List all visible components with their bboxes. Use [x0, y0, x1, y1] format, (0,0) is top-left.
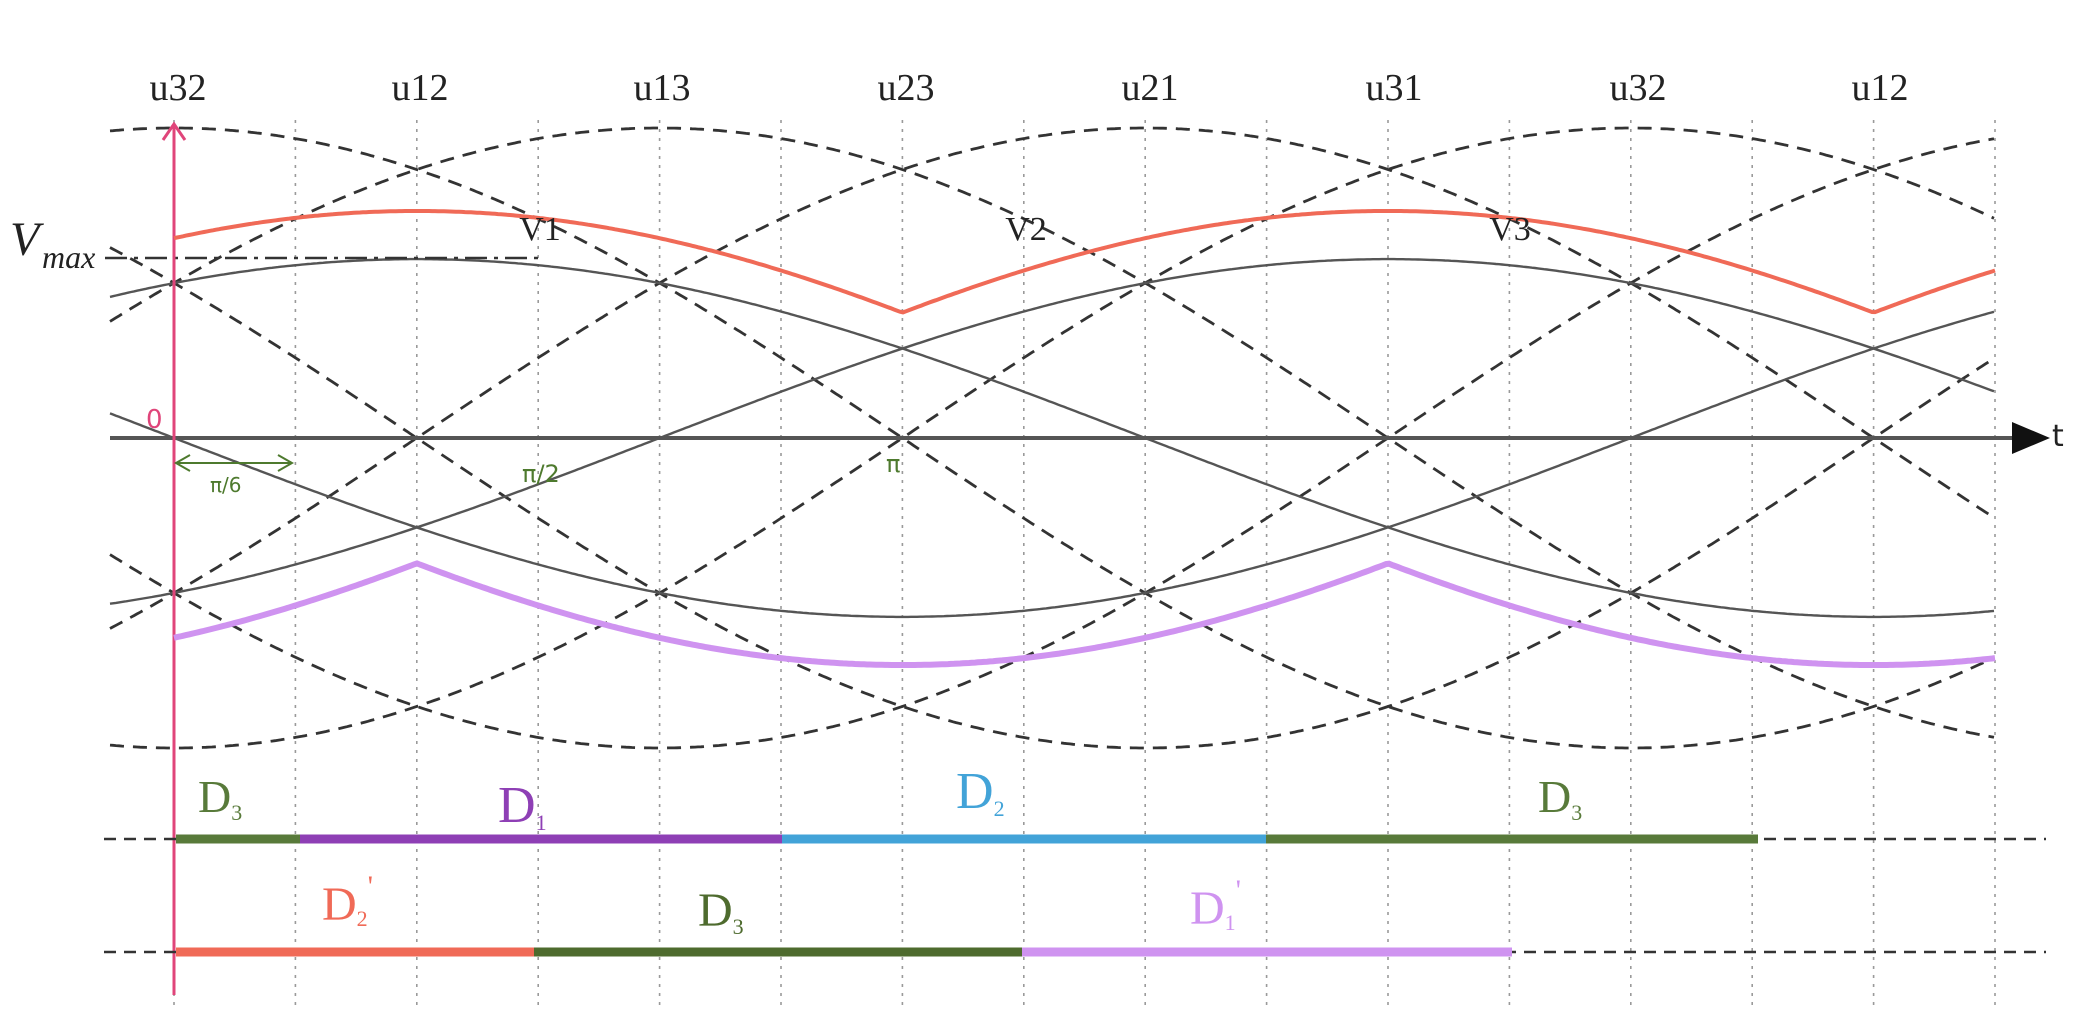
conduction-bars — [176, 834, 1758, 957]
dashed-line-voltage-waves — [109, 126, 1995, 750]
angle-annotations: π/6 π/2 π — [173, 450, 900, 497]
dashed-wave — [109, 126, 1995, 630]
top-label: u12 — [392, 67, 449, 109]
pi-label: π — [886, 450, 900, 478]
vmax-main: V — [10, 213, 44, 266]
peak-label-v2: V2 — [1005, 211, 1047, 248]
solid-phase-voltage-waves — [109, 257, 1995, 619]
top-label: u31 — [1366, 67, 1423, 109]
pi6-left-arrowhead — [173, 454, 191, 472]
top-label: u13 — [634, 67, 691, 109]
dashed-wave — [109, 126, 1995, 750]
top-label: u12 — [1852, 67, 1909, 109]
diode-label-d3: D3 — [698, 884, 744, 939]
origin-label: 0 — [146, 405, 163, 435]
top-label: u32 — [150, 67, 207, 109]
dashed-wave — [109, 126, 1995, 739]
diode-labels-row1: D3 D1 D2 D3 — [198, 763, 1582, 835]
solid-wave — [109, 257, 1995, 605]
solid-wave — [109, 310, 1995, 619]
line-voltage-labels: u32 u12 u13 u23 u21 u31 u32 u12 — [150, 67, 1909, 109]
lower-envelope-curve — [173, 560, 1996, 668]
peak-labels: V1 V2 V3 — [519, 211, 1531, 248]
diode-label-d1: D1 — [498, 777, 547, 835]
diode-label-d1-prime: D1' — [1190, 874, 1241, 935]
peak-label-v1: V1 — [519, 211, 561, 248]
top-label: u21 — [1122, 67, 1179, 109]
top-label: u23 — [878, 67, 935, 109]
dashed-wave — [109, 246, 1995, 750]
dashed-wave — [109, 137, 1995, 750]
time-axis-arrowhead — [2012, 422, 2050, 454]
vmax-label: V max — [10, 213, 95, 275]
pi6-right-arrowhead — [277, 454, 295, 472]
diode-labels-row2: D2' D3 D1' — [322, 870, 1241, 939]
pi2-label: π/2 — [522, 460, 560, 488]
solid-wave — [109, 257, 1995, 619]
diode-label-d3: D3 — [1538, 771, 1582, 825]
dashed-wave — [109, 126, 1995, 750]
vmax-sub: max — [42, 239, 95, 275]
diode-label-d2: D2 — [956, 763, 1005, 821]
t-axis-label: t — [2052, 419, 2064, 454]
origin-axis-arrowhead — [161, 121, 187, 141]
diode-label-d3: D3 — [198, 771, 242, 825]
top-label: u32 — [1610, 67, 1667, 109]
pi6-label: π/6 — [210, 473, 242, 497]
peak-label-v3: V3 — [1489, 211, 1531, 248]
upper-envelope-curve — [173, 209, 1996, 315]
diode-label-d2-prime: D2' — [322, 870, 373, 931]
